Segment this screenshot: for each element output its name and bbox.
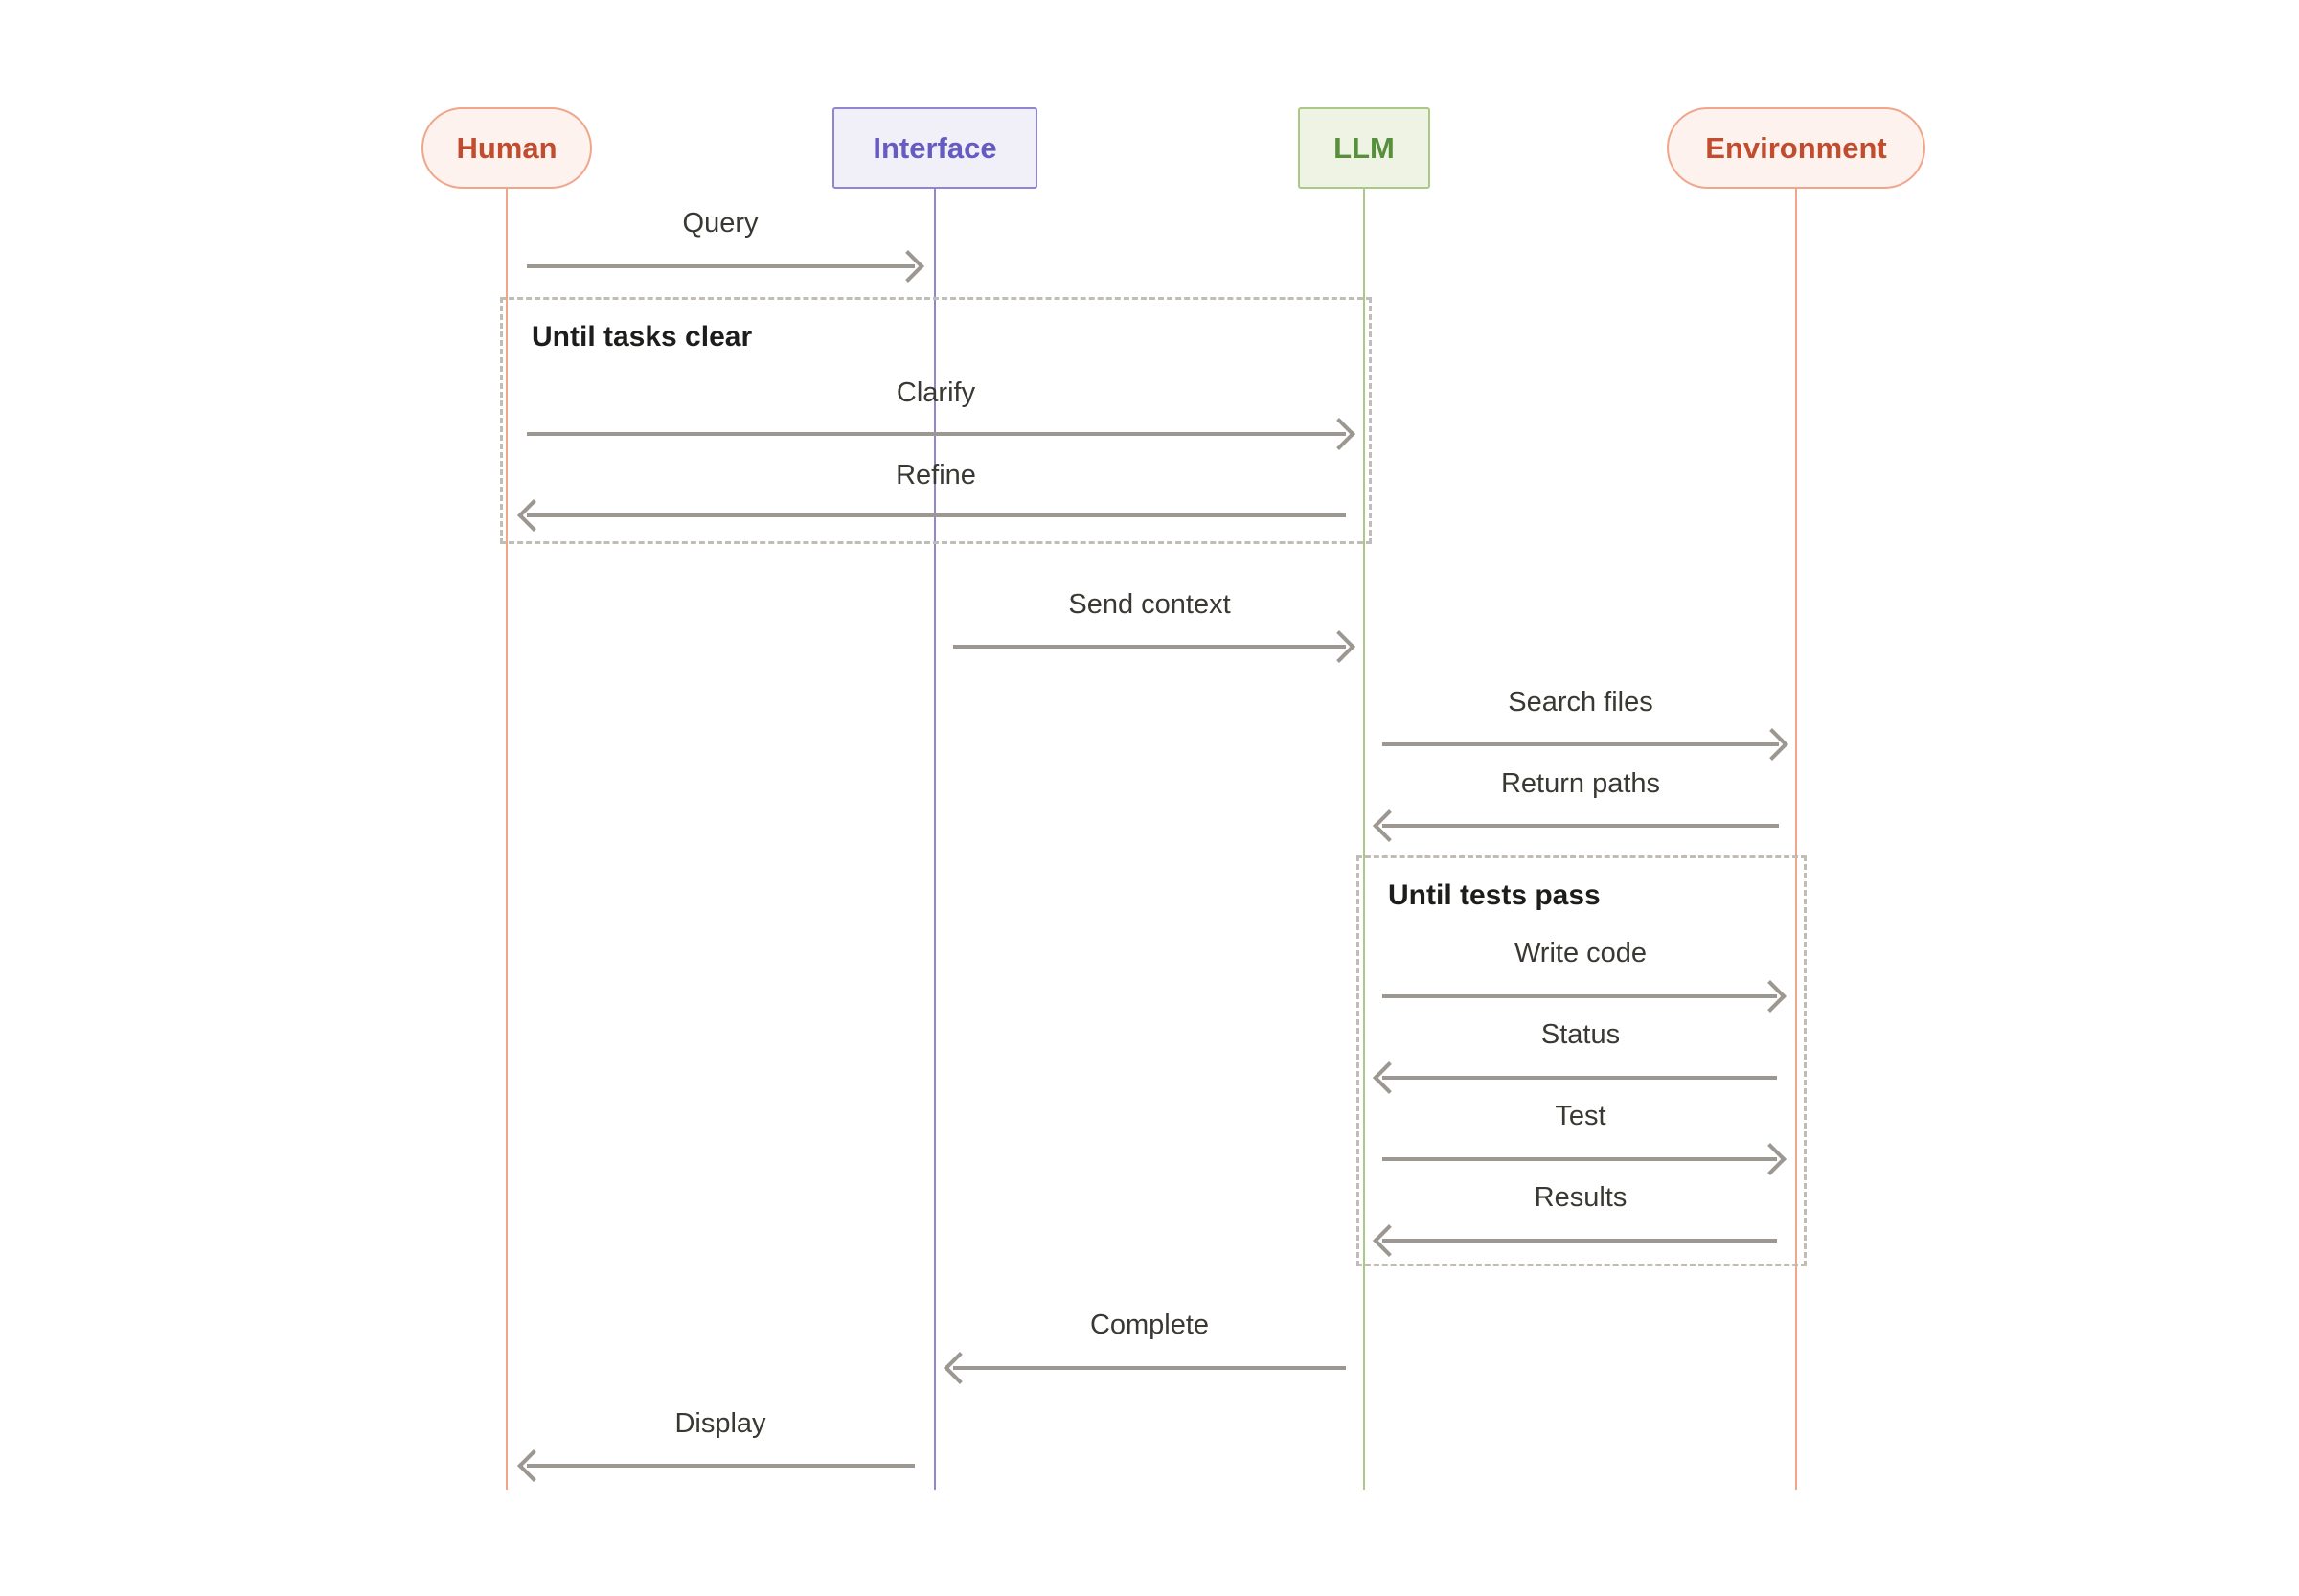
loop-until-tests-pass: Until tests pass bbox=[1356, 855, 1807, 1266]
actor-environment-label: Environment bbox=[1705, 130, 1887, 165]
message-clarify-arrow bbox=[527, 432, 1346, 436]
actor-llm: LLM bbox=[1298, 107, 1430, 189]
message-clarify-label: Clarify bbox=[896, 377, 976, 408]
message-refine-arrow bbox=[527, 513, 1346, 517]
loop-until-tasks-clear-title: Until tasks clear bbox=[532, 321, 753, 353]
message-write-code-arrow bbox=[1382, 994, 1777, 998]
actor-human-label: Human bbox=[456, 130, 558, 165]
message-status-arrow bbox=[1382, 1076, 1777, 1080]
message-refine-label: Refine bbox=[896, 460, 976, 490]
message-display-label: Display bbox=[674, 1408, 766, 1439]
message-query-arrow bbox=[527, 264, 915, 268]
message-test-arrow bbox=[1382, 1157, 1777, 1161]
message-write-code-label: Write code bbox=[1514, 938, 1648, 969]
message-return-paths-label: Return paths bbox=[1500, 768, 1661, 799]
lifeline-llm bbox=[1363, 189, 1365, 1490]
lifeline-human bbox=[506, 189, 508, 1490]
message-results-label: Results bbox=[1534, 1182, 1628, 1213]
message-complete-arrow bbox=[953, 1366, 1346, 1370]
message-results-arrow bbox=[1382, 1239, 1777, 1243]
actor-human: Human bbox=[421, 107, 592, 189]
message-send-context-arrow bbox=[953, 645, 1346, 649]
actor-interface-label: Interface bbox=[873, 130, 997, 165]
message-search-files-arrow bbox=[1382, 742, 1779, 746]
lifeline-environment bbox=[1795, 189, 1797, 1490]
loop-until-tasks-clear: Until tasks clear bbox=[500, 297, 1372, 544]
actor-interface: Interface bbox=[832, 107, 1037, 189]
message-send-context-label: Send context bbox=[1068, 589, 1231, 620]
message-status-label: Status bbox=[1540, 1019, 1621, 1050]
loop-until-tests-pass-title: Until tests pass bbox=[1388, 879, 1601, 911]
message-test-label: Test bbox=[1555, 1101, 1606, 1131]
message-display-arrow bbox=[527, 1464, 915, 1468]
message-query-label: Query bbox=[682, 208, 759, 239]
actor-environment: Environment bbox=[1667, 107, 1925, 189]
actor-llm-label: LLM bbox=[1333, 130, 1395, 165]
message-search-files-label: Search files bbox=[1508, 687, 1653, 718]
lifeline-interface bbox=[934, 189, 936, 1490]
message-complete-label: Complete bbox=[1089, 1310, 1210, 1340]
message-return-paths-arrow bbox=[1382, 824, 1779, 828]
